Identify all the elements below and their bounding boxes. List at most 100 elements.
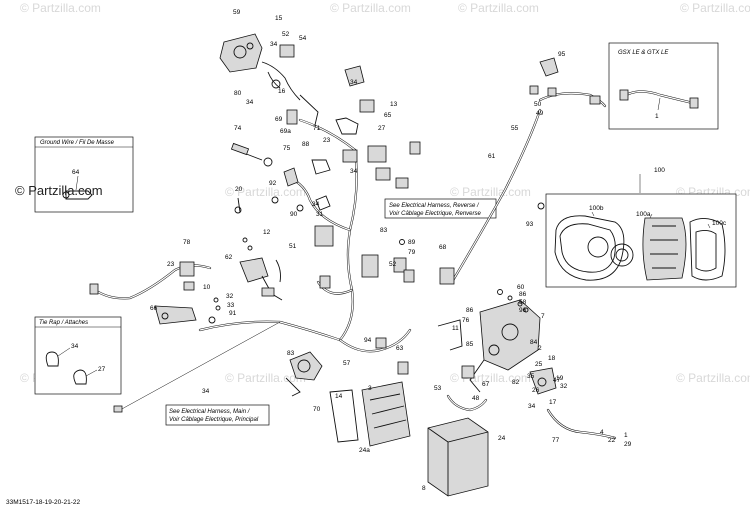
main-harness-wires	[93, 92, 617, 440]
main-harness-frame	[165, 404, 270, 426]
reverse-harness-line1: See Electrical Harness, Reverse /	[389, 203, 480, 209]
callout: 64	[72, 169, 80, 176]
callout: 76	[462, 317, 470, 324]
callout: 53	[434, 385, 442, 392]
callout: 23	[167, 261, 175, 268]
main-harness-line1: See Electrical Harness, Main /	[169, 409, 251, 415]
callout: 48	[472, 395, 480, 402]
gauge-cluster-frame	[545, 193, 737, 288]
callout: 100c	[712, 220, 727, 227]
callout: 80	[234, 90, 242, 97]
main-harness-line2: Voir Câblage Electrique, Principal	[169, 417, 259, 423]
gauge-cluster-inset: 100 100b 100a 100c	[545, 167, 737, 288]
callout-labels: 59 15 34 52 54 80 34 16 34 13 65 69 69a …	[150, 9, 632, 492]
callout: 17	[549, 399, 557, 406]
callout: 78	[183, 239, 191, 246]
callout: 50	[534, 101, 542, 108]
watermark: © Partzilla.com	[20, 1, 101, 15]
callout: 3	[368, 385, 372, 392]
callout: 74	[234, 125, 242, 132]
tie-rap-title: Tie Rap / Attaches	[39, 320, 88, 326]
callout: 51	[289, 243, 297, 250]
watermark: © Partzilla.com	[225, 185, 306, 199]
callout: 90	[290, 211, 298, 218]
reverse-harness-frame	[384, 198, 497, 219]
reverse-harness-line2: Voir Câblage Electrique, Renverse	[389, 211, 481, 217]
callout: 57	[343, 360, 351, 367]
callout: 60	[517, 284, 525, 291]
callout: 84	[530, 339, 538, 346]
callout: 79	[408, 249, 416, 256]
callout: 19	[556, 375, 564, 382]
callout: 31	[316, 211, 324, 218]
callout: 47	[553, 377, 561, 384]
watermark: © Partzilla.com	[330, 1, 411, 15]
callout: 89	[408, 239, 416, 246]
callout: 26	[532, 387, 540, 394]
callout: 15	[275, 15, 283, 22]
watermark: © Partzilla.com	[458, 1, 539, 15]
callout: 58	[519, 299, 527, 306]
callout: 4	[600, 429, 604, 436]
callout: 94	[364, 337, 372, 344]
callout: 65	[384, 112, 392, 119]
diagram-code: 33M1517-18-19-20-21-22	[6, 499, 80, 506]
callout: 85	[466, 341, 474, 348]
callout: 68	[439, 244, 447, 251]
callout: 12	[263, 229, 271, 236]
callout: 71	[313, 125, 321, 132]
callout: 52	[282, 31, 290, 38]
callout: 24a	[359, 447, 370, 454]
watermark: © Partzilla.com	[680, 1, 750, 15]
callout: 14	[335, 393, 343, 400]
tie-rap-frame	[34, 316, 122, 395]
callout: 92	[269, 180, 277, 187]
callout: 62	[225, 254, 233, 261]
callout: 86	[466, 307, 474, 314]
callout: 8	[422, 485, 426, 492]
ground-wire-inset: Ground Wire / Fil De Masse 64	[34, 136, 134, 213]
callout: 1	[655, 113, 659, 120]
callout: 82	[512, 379, 520, 386]
main-harness-note: See Electrical Harness, Main / Voir Câbl…	[165, 404, 270, 426]
callout: 77	[552, 437, 560, 444]
callout: 100a	[636, 211, 651, 218]
callout: 32	[226, 293, 234, 300]
callout: 34	[350, 79, 358, 86]
callout: 1	[624, 432, 628, 439]
tie-rap-inset: Tie Rap / Attaches 34 27	[34, 316, 122, 395]
callout: 52	[389, 261, 397, 268]
callout: 55	[511, 125, 519, 132]
callout: 61	[488, 153, 496, 160]
callout: 93	[526, 221, 534, 228]
callout: 33	[227, 302, 235, 309]
callout: 70	[313, 406, 321, 413]
callout: 20	[235, 186, 243, 193]
callout: 27	[378, 125, 386, 132]
callout: 100b	[589, 205, 604, 212]
callout: 63	[396, 345, 404, 352]
callout: 49	[536, 110, 544, 117]
callout: 24	[498, 435, 506, 442]
gsx-inset: GSX LE & GTX LE 1	[608, 42, 719, 130]
callout: 66	[150, 305, 158, 312]
callout: 69	[275, 116, 283, 123]
callout: 27	[98, 366, 106, 373]
callout: 29	[624, 441, 632, 448]
gsx-title: GSX LE & GTX LE	[618, 50, 669, 56]
callout: 10	[203, 284, 211, 291]
callout: 23	[323, 137, 331, 144]
callout: 86	[519, 291, 527, 298]
callout: 34	[312, 201, 320, 208]
callout: 16	[278, 88, 286, 95]
callout: 96	[519, 307, 527, 314]
watermark: © Partzilla.com	[225, 371, 306, 385]
callout: 11	[452, 325, 459, 332]
ground-wire-frame	[34, 136, 134, 213]
gsx-frame	[608, 42, 719, 130]
callout: 83	[380, 227, 388, 234]
callout: 22	[608, 437, 616, 444]
callout: 69a	[280, 128, 291, 135]
callout: 91	[229, 310, 237, 317]
